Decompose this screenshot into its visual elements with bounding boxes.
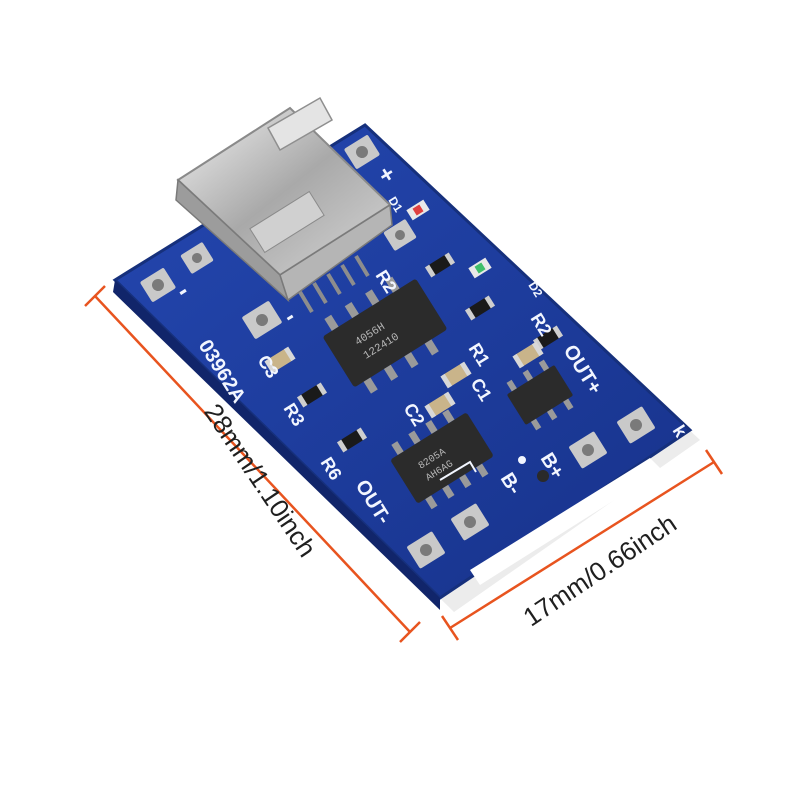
pad-mid-left <box>242 301 282 339</box>
length-dimension-line <box>84 285 421 643</box>
led-d2 <box>468 257 492 279</box>
pad-b-plus <box>569 431 607 469</box>
led-d1 <box>406 199 430 221</box>
pad-b-minus <box>451 503 489 541</box>
pcb-edge <box>113 280 440 610</box>
pad-top-right <box>344 135 380 169</box>
width-dimension-line <box>440 449 724 641</box>
protection-ic <box>506 359 574 431</box>
usb-mini-connector <box>175 96 393 314</box>
pad-out-minus <box>407 531 445 569</box>
pad-left <box>140 268 176 302</box>
pcb-notch <box>470 458 662 585</box>
solder-pads <box>140 135 655 569</box>
mosfet-ic: 8205A AH6AG <box>391 409 493 510</box>
pad-out-plus <box>617 406 655 444</box>
pad-plus-in <box>383 219 417 251</box>
pad-minus-in <box>180 242 214 274</box>
silkscreen-outlines <box>439 456 549 482</box>
smd-components <box>264 199 564 453</box>
charger-ic: 4056H 122410 <box>323 276 447 394</box>
